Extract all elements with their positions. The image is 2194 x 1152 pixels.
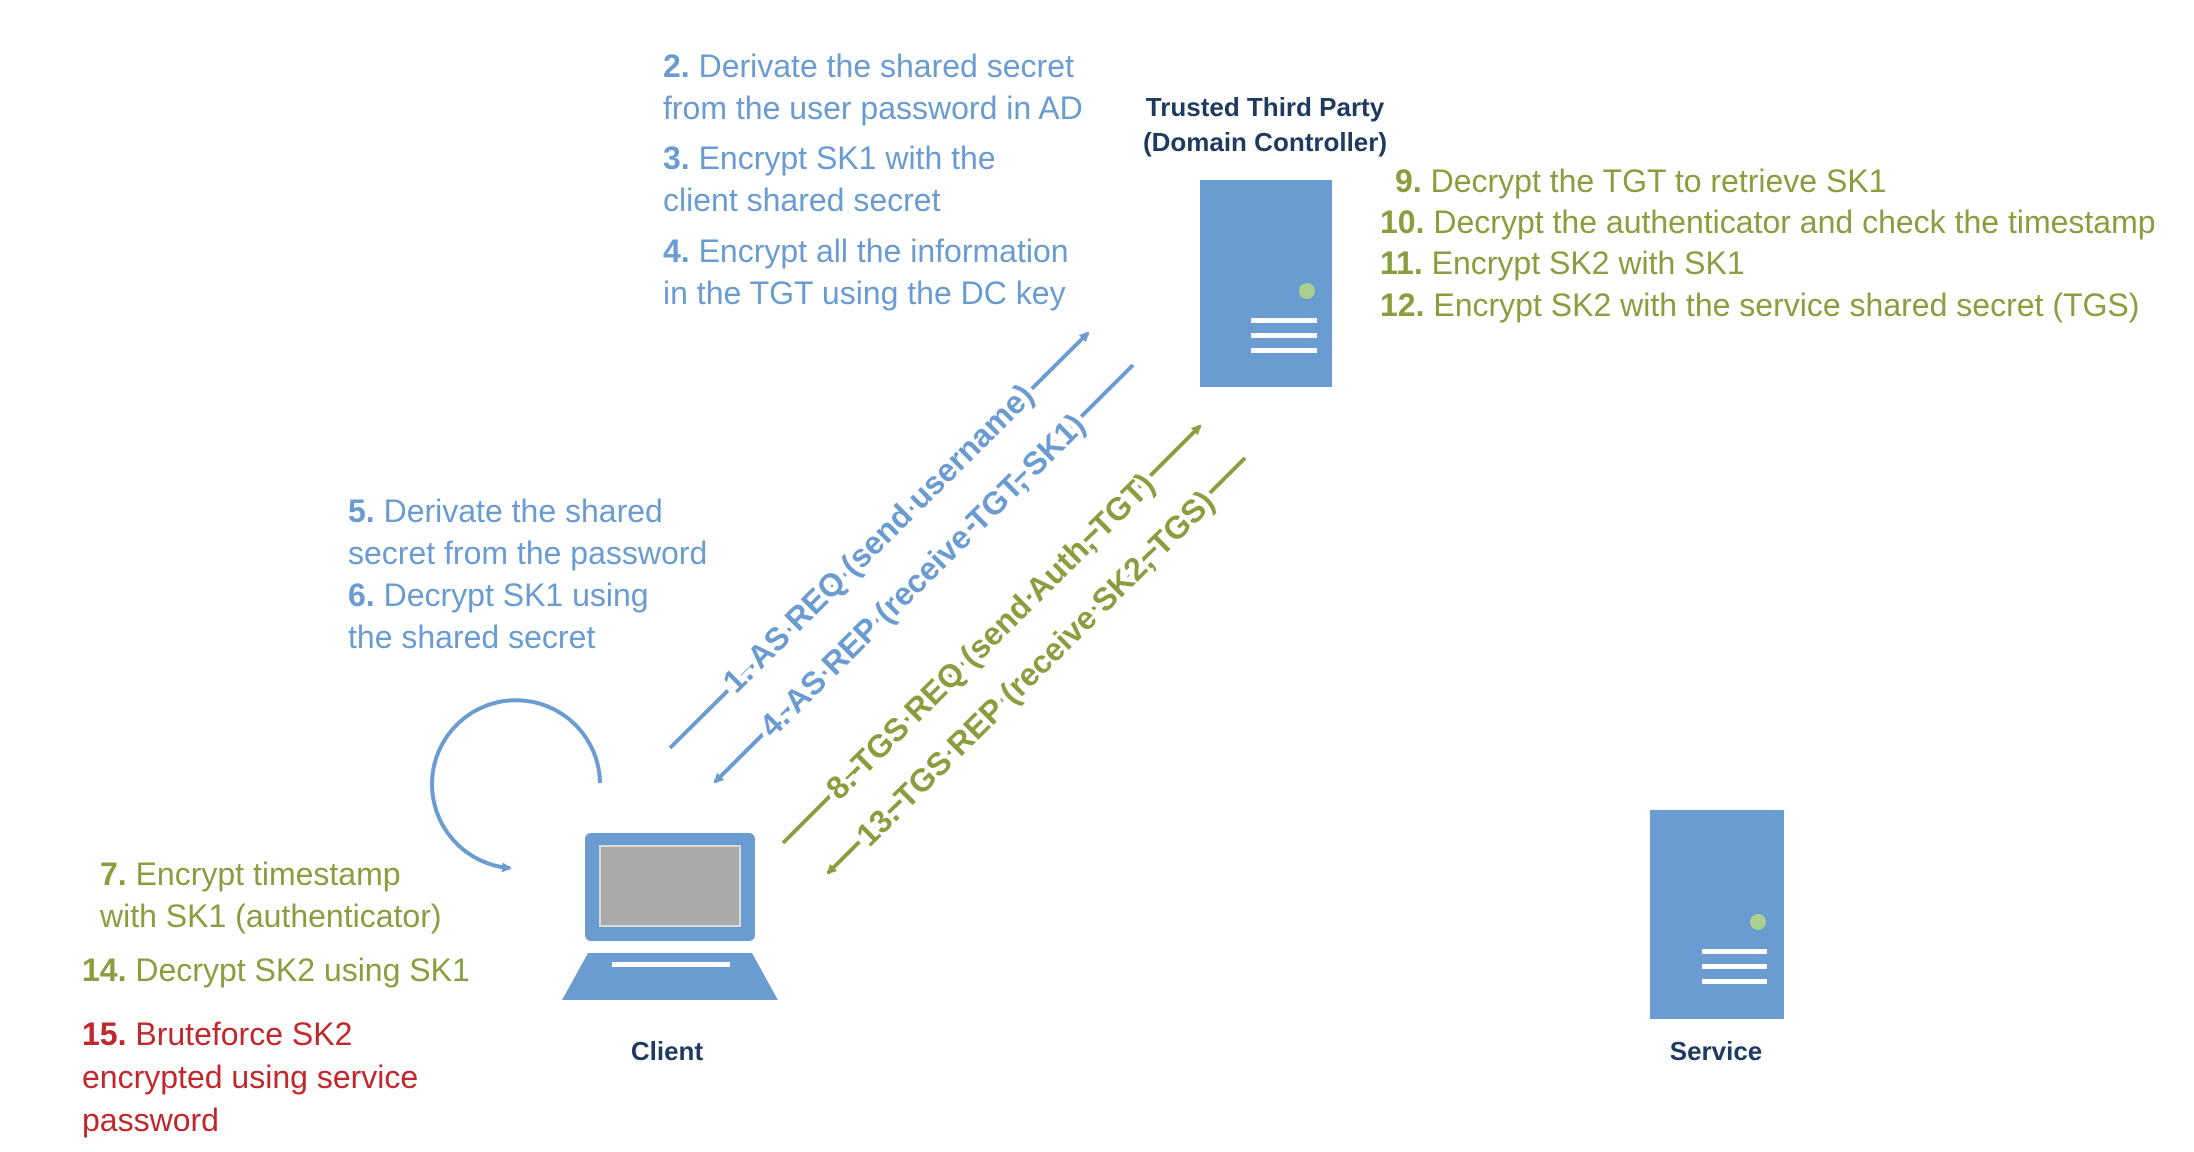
- step-3-line2: client shared secret: [663, 182, 941, 218]
- step-2-line1: 2. Derivate the shared secret: [663, 48, 1074, 84]
- step-3-line1: 3. Encrypt SK1 with the: [663, 140, 996, 176]
- client: Client: [562, 833, 778, 1066]
- service: Service: [1650, 810, 1784, 1066]
- step-14: 14. Decrypt SK2 using SK1: [82, 952, 470, 988]
- step-5-line1: 5. Derivate the shared: [348, 493, 663, 529]
- service-server-icon: [1650, 810, 1784, 1019]
- client-decrypt-steps: 5. Derivate the shared secret from the p…: [348, 493, 707, 655]
- step-6-line2: the shared secret: [348, 619, 595, 655]
- domain-controller: Trusted Third Party (Domain Controller): [1143, 92, 1387, 387]
- step-4-line1: 4. Encrypt all the information: [663, 233, 1069, 269]
- dc-label-line1: Trusted Third Party: [1146, 92, 1385, 122]
- step-9: 9. Decrypt the TGT to retrieve SK1: [1395, 163, 1886, 199]
- step-4-line2: in the TGT using the DC key: [663, 275, 1066, 311]
- step-12: 12. Encrypt SK2 with the service shared …: [1380, 287, 2139, 323]
- tgs-steps: 9. Decrypt the TGT to retrieve SK1 10. D…: [1380, 163, 2156, 323]
- dc-server-icon: [1200, 180, 1332, 387]
- laptop-icon: [562, 833, 778, 1000]
- service-label: Service: [1670, 1036, 1763, 1066]
- step-15-line1: 15. Bruteforce SK2: [82, 1016, 352, 1052]
- self-loop-arrow: [430, 698, 602, 873]
- tgs-rep-label: 13. TGS REP (receive SK2, TGS): [849, 483, 1221, 853]
- step-15-line2: encrypted using service: [82, 1059, 418, 1095]
- step-11: 11. Encrypt SK2 with SK1: [1380, 245, 1745, 281]
- step-5-line2: secret from the password: [348, 535, 707, 571]
- client-steps: 7. Encrypt timestamp with SK1 (authentic…: [82, 856, 470, 1138]
- dc-label-line2: (Domain Controller): [1143, 127, 1387, 157]
- client-label: Client: [631, 1036, 704, 1066]
- dc-steps: 2. Derivate the shared secret from the u…: [663, 48, 1083, 311]
- step-6-line1: 6. Decrypt SK1 using: [348, 577, 649, 613]
- step-7-line2: with SK1 (authenticator): [99, 898, 442, 934]
- step-2-line2: from the user password in AD: [663, 90, 1083, 126]
- step-10: 10. Decrypt the authenticator and check …: [1380, 204, 2156, 240]
- step-15-line3: password: [82, 1102, 219, 1138]
- step-7-line1: 7. Encrypt timestamp: [100, 856, 401, 892]
